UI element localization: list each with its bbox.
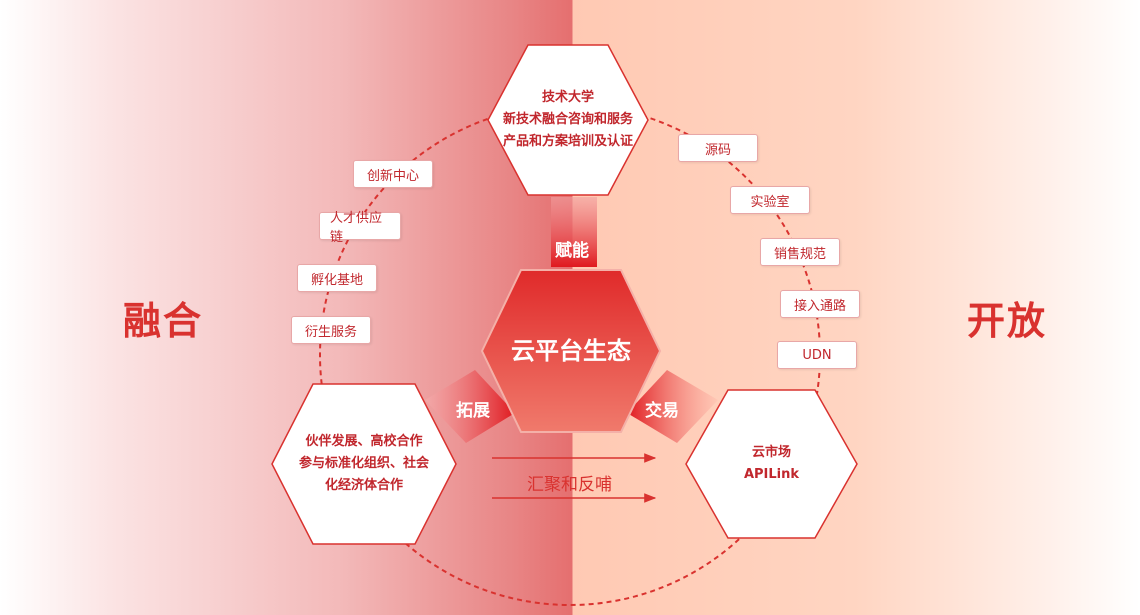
left-tag: 创新中心 — [353, 160, 433, 188]
left-title: 融合 — [123, 299, 204, 343]
right-hex-line-1: 云市场 — [751, 445, 791, 460]
center-hex-text: 云平台生态 — [482, 270, 660, 432]
left-hex-line-1: 伙伴发展、高校合作 — [305, 434, 423, 449]
left-hex-text: 伙伴发展、高校合作 参与标准化组织、社会 化经济体合作 — [272, 384, 456, 544]
left-hex-line-2: 参与标准化组织、社会 — [298, 456, 429, 471]
hex-top — [487, 44, 649, 196]
right-title: 开放 — [967, 299, 1048, 343]
center-label: 云平台生态 — [511, 337, 631, 365]
hex-right — [685, 389, 858, 539]
hex-center — [480, 269, 662, 433]
right-tag: 销售规范 — [760, 238, 840, 266]
right-hex-text: 云市场 APILink — [686, 390, 857, 538]
connector-bar-left — [425, 370, 515, 443]
right-tag: 源码 — [678, 134, 758, 162]
left-hex-line-3: 化经济体合作 — [324, 478, 403, 493]
right-hex-line-2: APILink — [743, 467, 800, 482]
connector-label-top: 赋能 — [555, 241, 589, 261]
top-hex-text: 技术大学 新技术融合咨询和服务 产品和方案培训及认证 — [488, 45, 648, 195]
left-tag: 衍生服务 — [291, 316, 371, 344]
left-tag: 孵化基地 — [297, 264, 377, 292]
connector-bar-right — [627, 370, 718, 443]
right-tag: 实验室 — [730, 186, 810, 214]
top-hex-line-2: 新技术融合咨询和服务 — [502, 112, 633, 127]
right-tag: 接入通路 — [780, 290, 860, 318]
connector-label-left: 拓展 — [456, 401, 490, 421]
connector-bar-top — [551, 197, 597, 267]
flow-label: 汇聚和反哺 — [527, 475, 612, 495]
connector-label-right: 交易 — [645, 401, 679, 421]
top-hex-line-3: 产品和方案培训及认证 — [502, 134, 633, 149]
hex-left — [271, 383, 457, 545]
right-tag: UDN — [777, 341, 857, 369]
top-hex-line-1: 技术大学 — [541, 90, 594, 105]
left-tag: 人才供应链 — [319, 211, 401, 245]
